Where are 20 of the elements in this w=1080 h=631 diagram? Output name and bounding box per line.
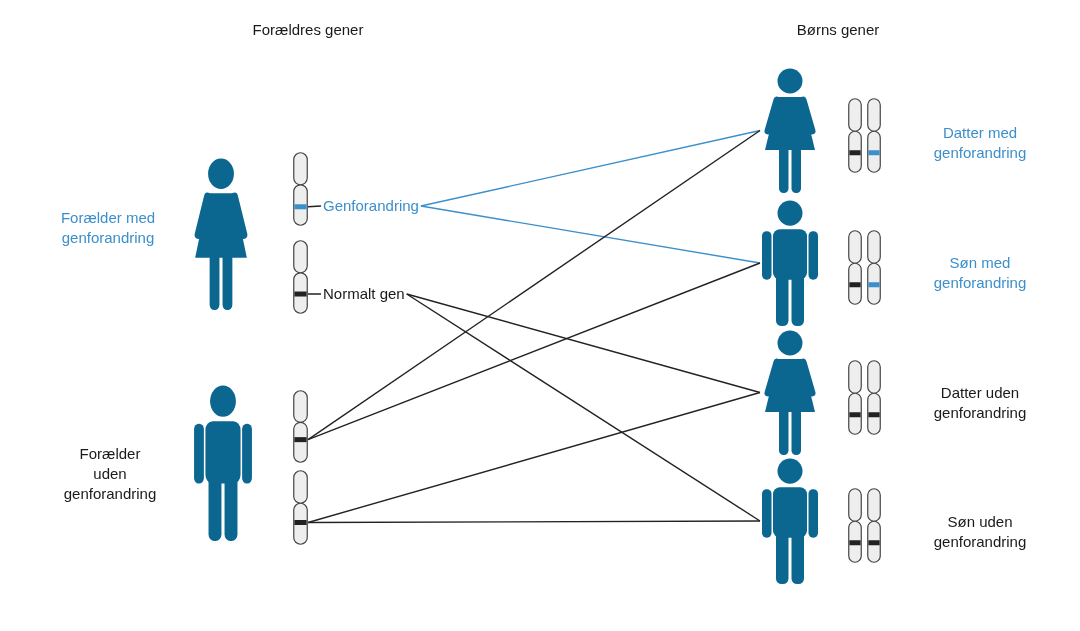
connector-line [307, 129, 761, 441]
connector-line [406, 293, 761, 394]
child-label: Søn med genforandring [932, 253, 1028, 293]
person-label: Forælder uden genforandring [62, 444, 158, 504]
connector-line [406, 293, 761, 522]
leader-line [307, 293, 322, 295]
connector-line [420, 205, 761, 264]
person-label: Forælder med genforandring [59, 208, 157, 248]
connector-line [307, 520, 761, 524]
column-heading: Forældres gener [251, 21, 365, 38]
column-heading: Børns gener [795, 21, 881, 38]
child-label: Datter med genforandring [932, 123, 1028, 163]
connector-line [307, 391, 761, 524]
child-label: Datter uden genforandring [932, 383, 1028, 423]
child-label: Søn uden genforandring [932, 512, 1028, 552]
connector-line [307, 262, 761, 441]
gene-label: Genforandring [323, 197, 419, 215]
gene-label: Normalt gen [323, 285, 405, 303]
leader-line [307, 205, 322, 208]
connector-line [420, 129, 761, 207]
